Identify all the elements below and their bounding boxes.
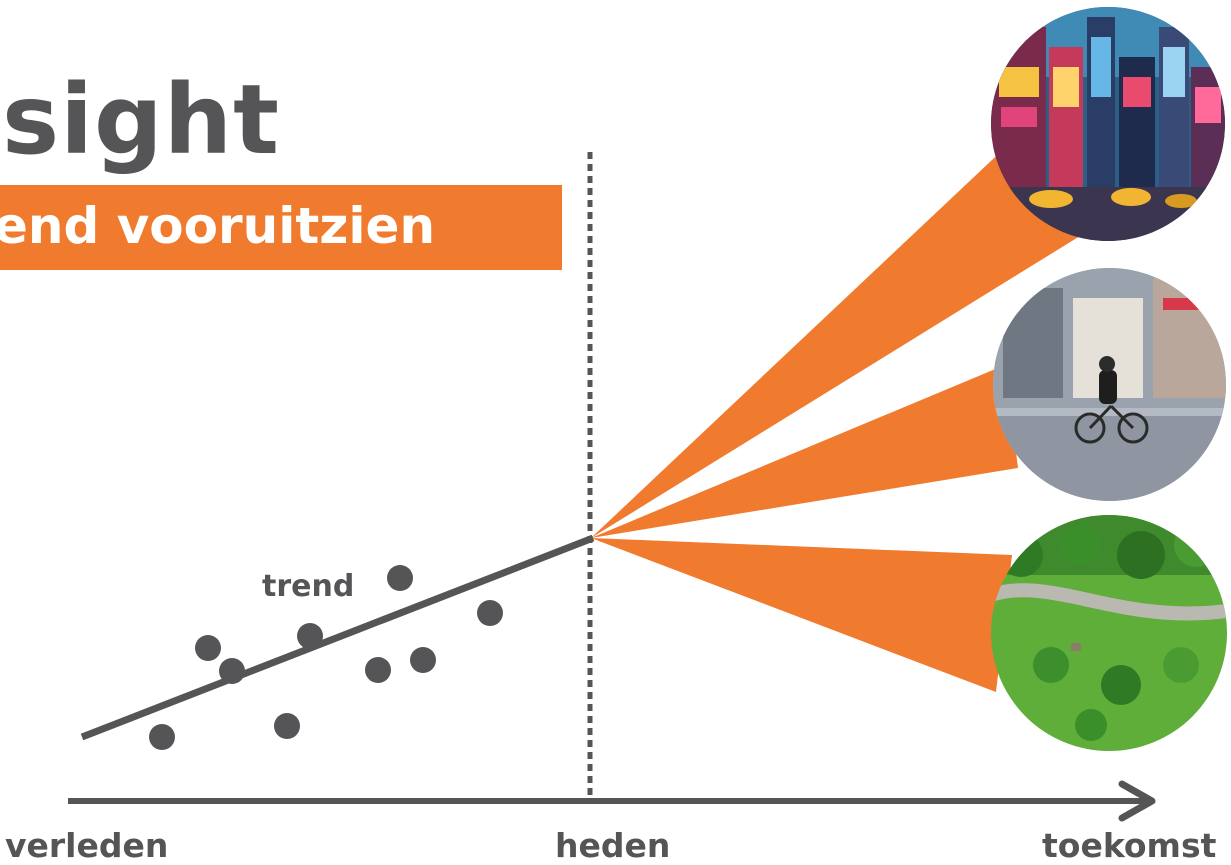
trend-data-points: [149, 565, 503, 750]
data-point: [149, 724, 175, 750]
city-night-photo: [991, 7, 1225, 241]
time-axis-arrowhead: [1118, 780, 1156, 822]
subtitle-banner: end vooruitzien: [0, 185, 562, 270]
axis-label-future: toekomst: [1042, 826, 1217, 865]
data-point: [274, 713, 300, 739]
data-point: [195, 635, 221, 661]
page-title: sight: [2, 64, 280, 176]
data-point: [410, 647, 436, 673]
scenario-fan-top: [591, 143, 1080, 538]
park-aerial-photo: [991, 515, 1227, 751]
scenario-fan-middle: [591, 365, 1018, 538]
subtitle-text: end vooruitzien: [0, 197, 436, 255]
scenario-fan-bottom: [591, 538, 1012, 692]
data-point: [387, 565, 413, 591]
axis-label-past: verleden: [5, 826, 169, 865]
data-point: [219, 658, 245, 684]
trend-label: trend: [262, 569, 355, 604]
cyclist-street-photo: [993, 268, 1226, 501]
data-point: [365, 657, 391, 683]
data-point: [297, 623, 323, 649]
data-point: [477, 600, 503, 626]
axis-label-present: heden: [555, 826, 671, 865]
trend-line: [80, 534, 595, 741]
